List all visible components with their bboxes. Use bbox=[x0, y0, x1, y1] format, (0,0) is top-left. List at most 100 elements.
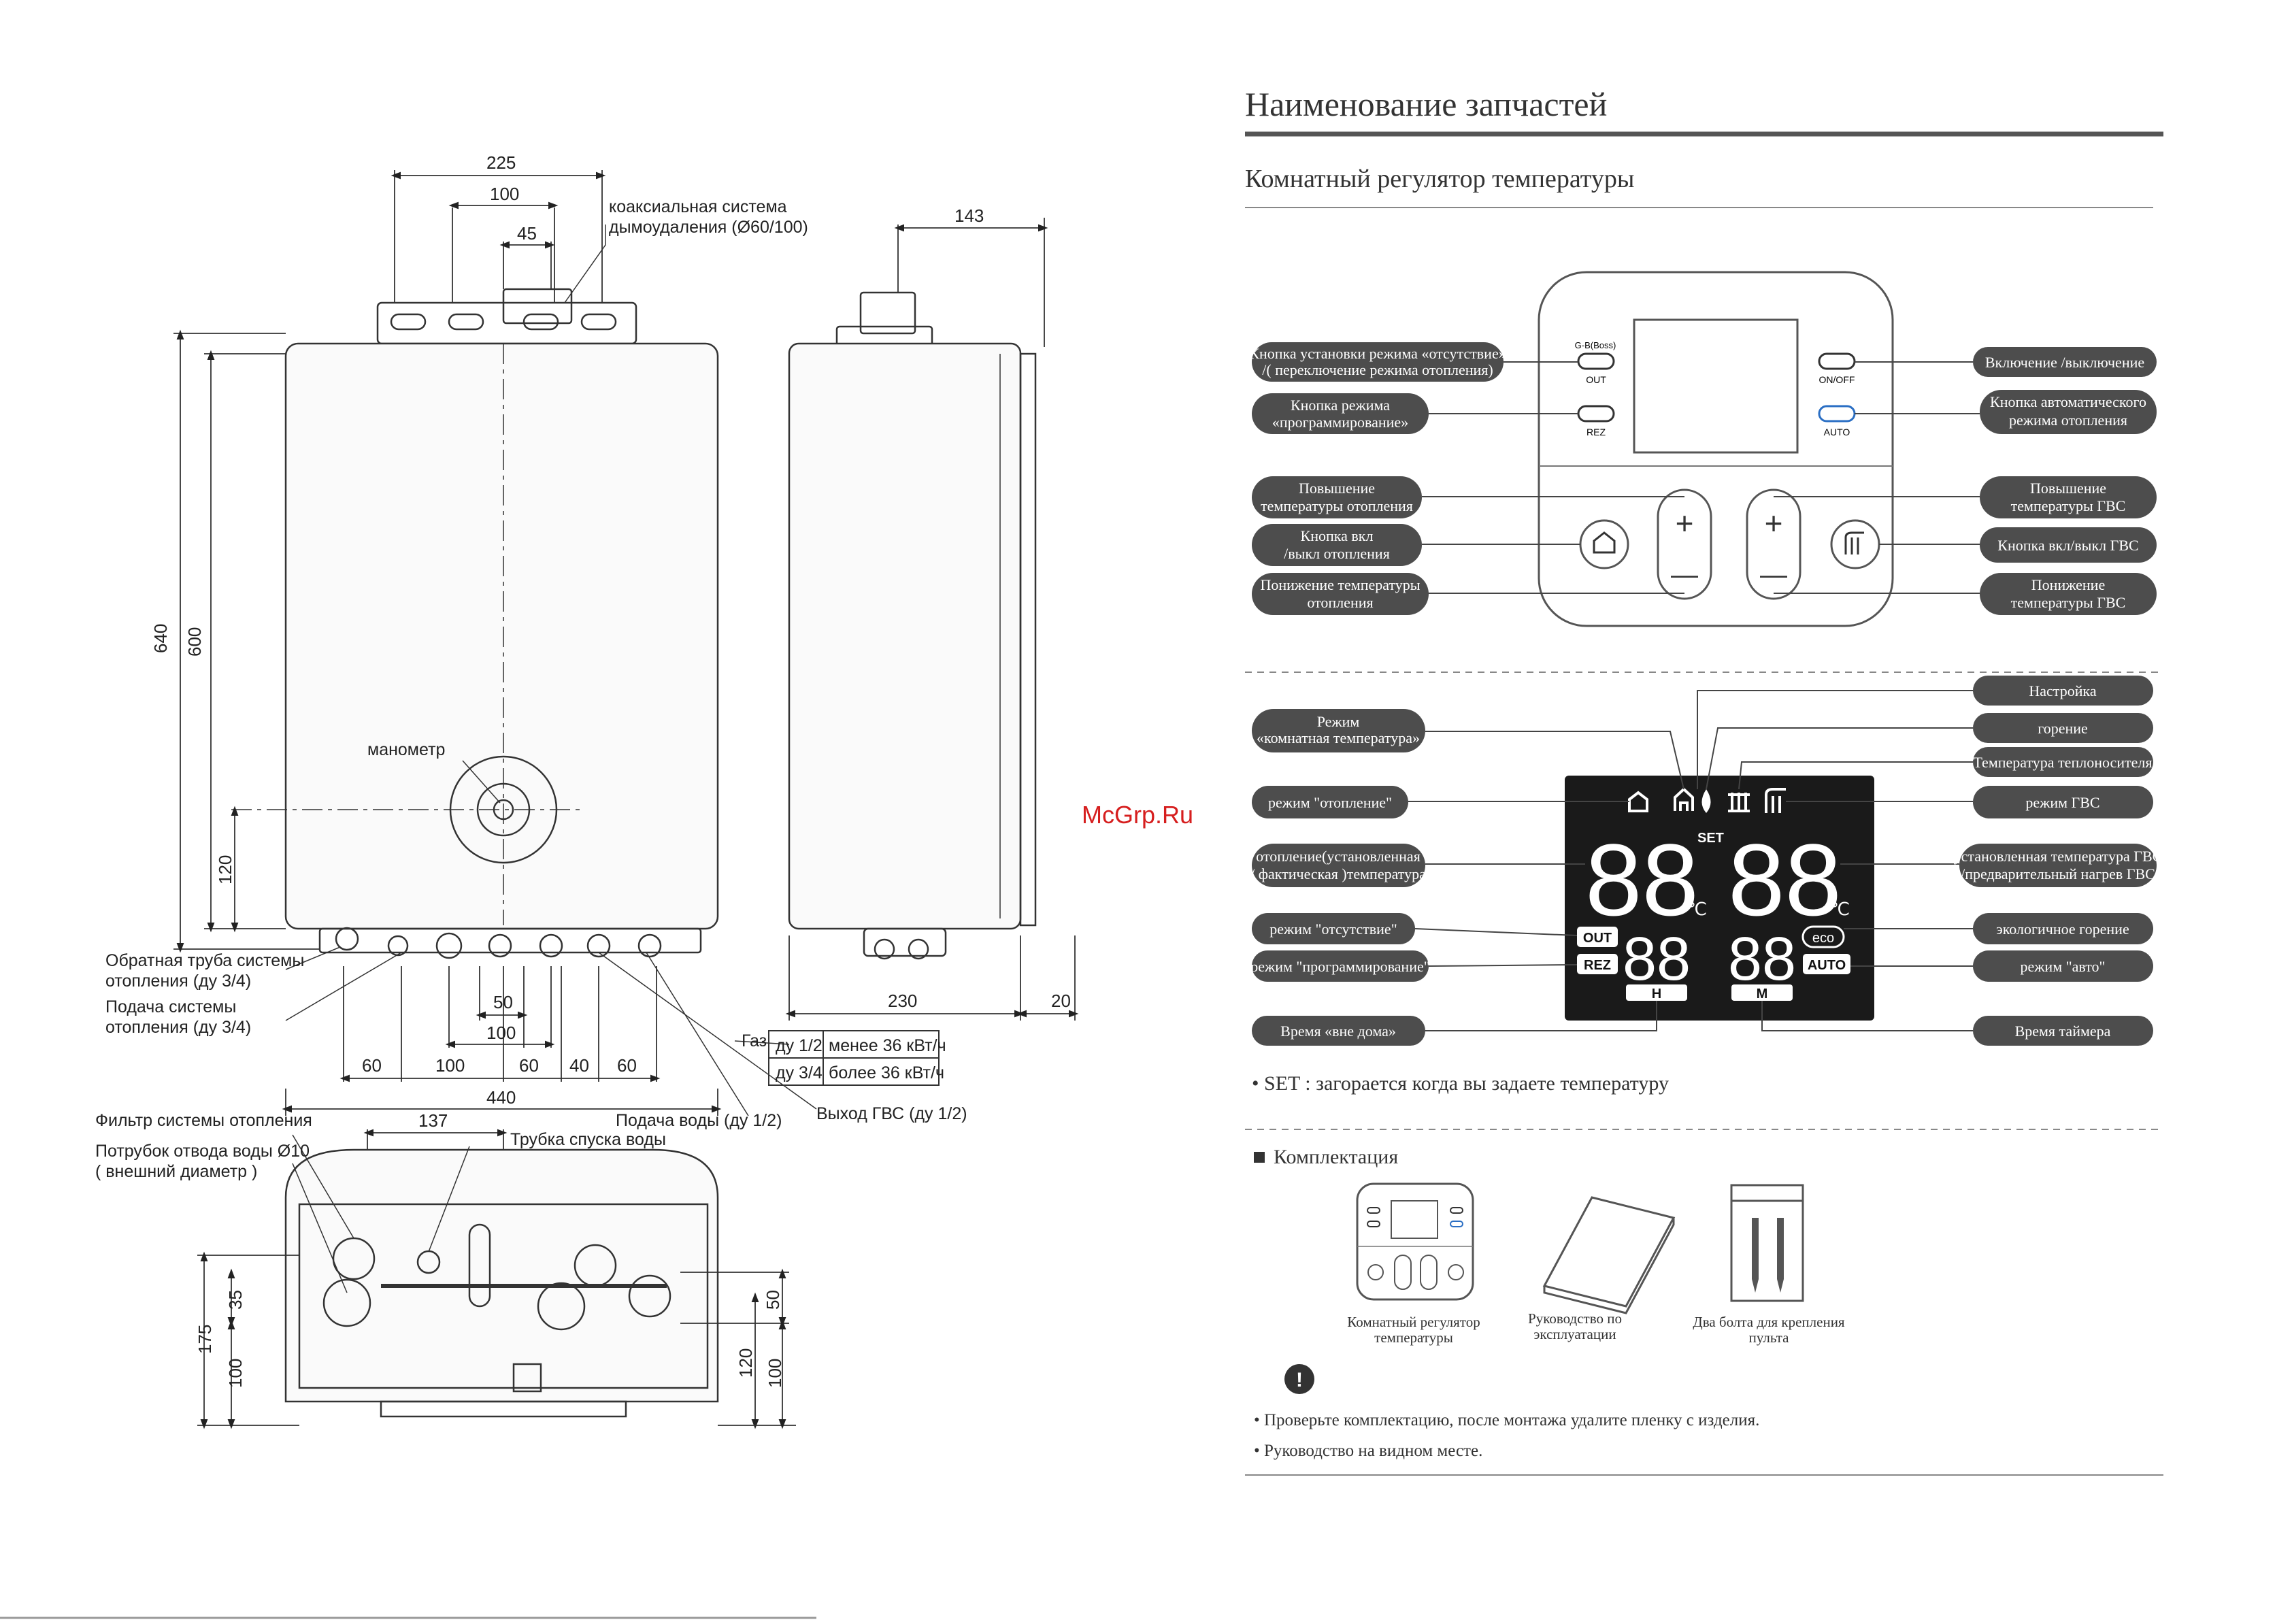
dim-440: 440 bbox=[486, 1087, 516, 1108]
dim-60-a: 60 bbox=[362, 1055, 382, 1076]
radiator-icon bbox=[1728, 793, 1750, 812]
dimension-lines bbox=[173, 170, 1079, 1429]
callout-heat-temp-1: отопление(установленная bbox=[1256, 848, 1421, 865]
callout-heat-up-2: температуры отопления bbox=[1261, 497, 1413, 514]
callout-room-1: Режим bbox=[1317, 713, 1360, 730]
kit-item3-label-2: пульта bbox=[1749, 1329, 1790, 1346]
label-return-1: Обратная труба системы bbox=[105, 951, 304, 970]
rez-button[interactable] bbox=[1577, 405, 1615, 422]
dim-45: 45 bbox=[517, 223, 537, 244]
gas-row1-size: ду 1/2 bbox=[776, 1036, 823, 1055]
callout-dhw-temp-2: /предварительный нагрев ГВС bbox=[1961, 865, 2155, 882]
callout-eco-burn: экологичное горение bbox=[1996, 921, 2129, 938]
kit-note-1: • Проверьте комплектацию, после монтажа … bbox=[1254, 1411, 1759, 1429]
controller-screen bbox=[1633, 318, 1799, 454]
callout-heat-onoff-2: /выкл отопления bbox=[1284, 545, 1390, 562]
front-view bbox=[231, 288, 719, 959]
dim-100-d: 100 bbox=[225, 1359, 246, 1388]
drawing-texts: 225 100 45 143 640 600 120 50 100 230 20… bbox=[95, 152, 1071, 1388]
heating-minus-button[interactable]: — bbox=[1671, 560, 1698, 590]
dhw-plus-button[interactable]: + bbox=[1765, 506, 1783, 541]
onoff-button-caption: ON/OFF bbox=[1819, 374, 1855, 385]
page-title: Наименование запчастей bbox=[1245, 85, 1607, 123]
auto-button-caption: AUTO bbox=[1824, 427, 1850, 437]
label-gas: Газ bbox=[742, 1031, 767, 1050]
bottom-view bbox=[284, 1148, 719, 1418]
dim-60-c: 60 bbox=[617, 1055, 637, 1076]
lcd-display: SET 88 ℃ 88 ℃ OUT REZ 88 88 eco AUTO H M bbox=[1565, 776, 1874, 1021]
callout-prog-1: Кнопка режима bbox=[1291, 397, 1390, 414]
label-filter: Фильтр системы отопления bbox=[95, 1111, 312, 1130]
svg-text:M: M bbox=[1757, 987, 1768, 1001]
label-dhw-out: Выход ГВС (ду 1/2) bbox=[816, 1104, 967, 1123]
dim-20: 20 bbox=[1051, 991, 1071, 1011]
away-time-digits: 88 bbox=[1623, 925, 1691, 993]
dim-120-b: 120 bbox=[735, 1348, 756, 1378]
gas-row1-power: менее 36 кВт/ч bbox=[829, 1036, 946, 1055]
svg-text:eco: eco bbox=[1812, 931, 1834, 946]
display-callout-lines bbox=[1408, 690, 1973, 1031]
heating-plus-button[interactable]: + bbox=[1676, 506, 1694, 541]
label-drain-tube: Трубка спуска воды bbox=[510, 1130, 666, 1149]
onoff-button[interactable] bbox=[1818, 352, 1856, 370]
callout-absent-2: /( переключение режима отопления) bbox=[1262, 361, 1493, 378]
callout-onoff: Включение /выключение bbox=[1985, 354, 2144, 371]
callout-heat-up-1: Повышение bbox=[1299, 480, 1375, 497]
out-button[interactable] bbox=[1577, 352, 1615, 370]
callout-dhw-up-2: температуры ГВС bbox=[2011, 497, 2126, 514]
display-callout-pills: Настройка Режим «комнатная температура» … bbox=[1250, 676, 2162, 1046]
dhw-mode-icon bbox=[1765, 788, 1786, 813]
dhw-onoff-button[interactable] bbox=[1830, 519, 1880, 569]
boiler-dimension-drawing bbox=[173, 170, 1079, 1429]
dhw-minus-button[interactable]: — bbox=[1760, 560, 1787, 590]
callout-absent-1: Кнопка установки режима «отсутствие» bbox=[1249, 345, 1506, 362]
callout-dhw-down-1: Понижение bbox=[2031, 576, 2105, 593]
label-manometer: манометр bbox=[367, 740, 445, 759]
label-supply-1: Подача системы bbox=[105, 997, 236, 1016]
controller-callouts bbox=[1422, 361, 1980, 594]
dim-640: 640 bbox=[150, 624, 171, 653]
svg-text:AUTO: AUTO bbox=[1808, 958, 1846, 973]
h-indicator bbox=[1626, 984, 1687, 1001]
dim-143: 143 bbox=[954, 205, 984, 226]
auto-button[interactable] bbox=[1818, 405, 1856, 422]
heating-onoff-button[interactable] bbox=[1579, 519, 1629, 569]
set-note: • SET : загорается когда вы задаете темп… bbox=[1252, 1072, 1669, 1095]
kit-title: Комплектация bbox=[1274, 1146, 1398, 1168]
kit-item2-label-2: эксплуатации bbox=[1533, 1326, 1616, 1342]
callout-auto-mode: режим "авто" bbox=[2020, 958, 2105, 975]
callout-dhw-up-1: Повышение bbox=[2030, 480, 2106, 497]
leader-lines bbox=[285, 225, 817, 1293]
auto-indicator bbox=[1803, 954, 1850, 974]
callout-prog-mode: режим "программирование" bbox=[1250, 958, 1429, 975]
callout-dhw-mode: режим ГВС bbox=[2025, 794, 2099, 811]
parts-section: Наименование запчастей Комнатный регулят… bbox=[1245, 85, 2163, 1476]
label-drain-2: ( внешний диаметр ) bbox=[95, 1162, 257, 1181]
dim-40: 40 bbox=[569, 1055, 589, 1076]
dim-230: 230 bbox=[888, 991, 917, 1011]
dim-100: 100 bbox=[490, 184, 519, 204]
dim-50-b: 50 bbox=[763, 1290, 783, 1310]
room-controller: G-B(Boss) OUT REZ ON/OFF AUTO + — + — bbox=[1538, 271, 1894, 627]
out-button-caption: OUT bbox=[1586, 374, 1606, 385]
set-indicator: SET bbox=[1697, 831, 1724, 846]
kit-item1-label-2: температуры bbox=[1374, 1329, 1453, 1346]
callout-dhw-onoff: Кнопка вкл/выкл ГВС bbox=[1997, 537, 2138, 554]
out-indicator bbox=[1577, 927, 1618, 947]
timer-digits: 88 bbox=[1728, 925, 1796, 993]
callout-room-2: «комнатная температура» bbox=[1257, 729, 1420, 746]
dim-100-b: 100 bbox=[486, 1023, 516, 1043]
kit-item2-label-1: Руководство по bbox=[1528, 1310, 1622, 1327]
bolt-icon bbox=[1777, 1218, 1784, 1293]
callout-heat-temp-2: / фактическая )температура bbox=[1250, 865, 1426, 882]
kit-item-controller bbox=[1356, 1182, 1474, 1301]
section-subtitle: Комнатный регулятор температуры bbox=[1245, 165, 1634, 193]
gas-row2-power: более 36 кВт/ч bbox=[829, 1063, 944, 1082]
dim-100-c: 100 bbox=[435, 1055, 465, 1076]
label-coax-2: дымоудаления (Ø60/100) bbox=[609, 218, 808, 237]
kit-item-manual bbox=[1542, 1196, 1676, 1314]
btn-gb-caption: G-B(Boss) bbox=[1575, 340, 1616, 350]
callout-absent-mode: режим "отсутствие" bbox=[1269, 921, 1397, 938]
bolt-icon bbox=[1752, 1218, 1759, 1293]
